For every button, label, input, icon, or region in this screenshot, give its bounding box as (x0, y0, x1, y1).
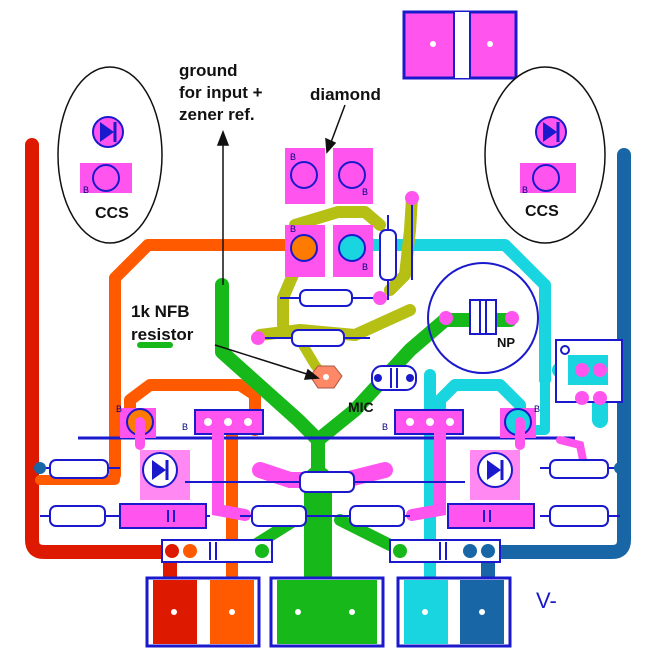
blue-rail (481, 148, 631, 597)
np-label: NP (497, 335, 515, 350)
bottom-connector-right (396, 576, 512, 648)
svg-text:B: B (382, 422, 388, 432)
annotation-arrows (214, 104, 346, 380)
ccs-right-label: CCS (525, 203, 559, 220)
ccs-right: B CCS (484, 66, 606, 244)
svg-text:B: B (362, 187, 368, 197)
diamond-label: diamond (310, 85, 381, 104)
np-capacitor: NP (427, 262, 539, 374)
resistor-vertical (379, 191, 419, 300)
svg-text:B: B (522, 185, 528, 195)
cap-row (161, 539, 501, 563)
mic-capacitor: MIC (348, 365, 417, 415)
ccs-left-label: CCS (95, 205, 129, 222)
diamond-transistors: B B B B (285, 148, 373, 277)
svg-text:B: B (534, 404, 540, 414)
zener-left (140, 450, 190, 500)
svg-text:B: B (362, 262, 368, 272)
svg-text:B: B (116, 404, 122, 414)
ground-label: ground for input + zener ref. (179, 61, 267, 124)
svg-text:B: B (290, 224, 296, 234)
resistors-mid (251, 289, 387, 347)
svg-text:B: B (290, 152, 296, 162)
bottom-connector-left (145, 576, 261, 648)
svg-text:B: B (182, 422, 188, 432)
nfb-label: 1k NFB resistor (131, 302, 194, 344)
resistor-row-bottom (40, 503, 620, 529)
svg-text:B: B (83, 185, 89, 195)
mic-label: MIC (348, 399, 374, 415)
v-minus-label: V- (536, 588, 557, 613)
ccs-left: B CCS (57, 66, 163, 244)
red-rail (25, 138, 177, 597)
resistor-row-top (34, 459, 626, 493)
zener-right (470, 450, 520, 500)
bottom-connector-mid (269, 576, 385, 648)
top-connector (402, 10, 518, 80)
right-pad-box (555, 339, 623, 405)
